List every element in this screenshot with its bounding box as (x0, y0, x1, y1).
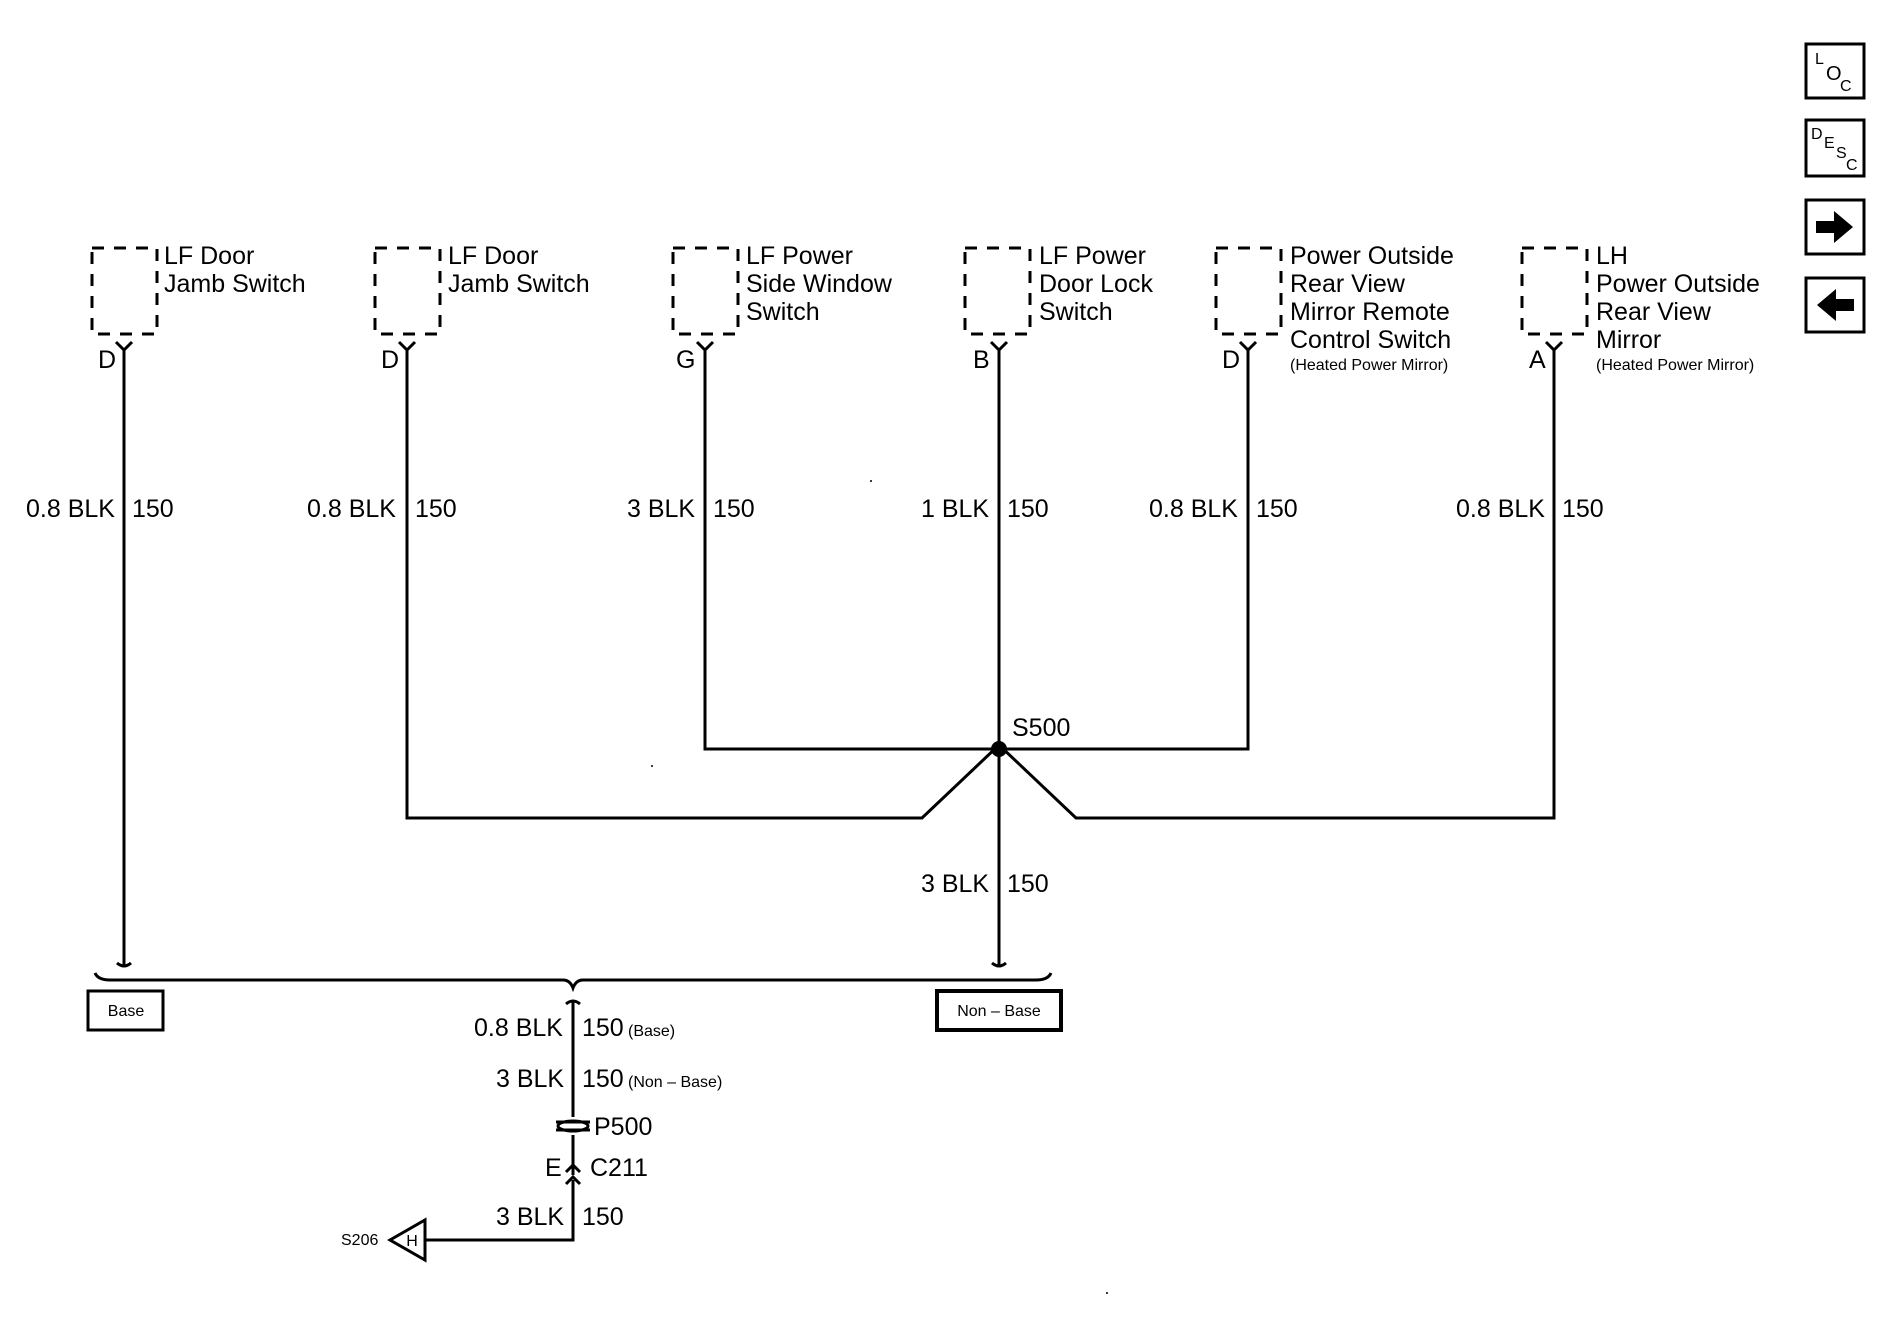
option-non-base-label: Non – Base (957, 1003, 1041, 1020)
prev-page-button[interactable] (1804, 276, 1866, 334)
pin-label: G (676, 346, 695, 374)
pin-label: D (1222, 346, 1240, 374)
offpage-splice-label: S206 (341, 1232, 378, 1249)
trunk-wire-gauge: 3 BLK (921, 870, 989, 898)
lower-wire-gauge-non-base: 3 BLK (496, 1065, 564, 1093)
final-wire-gauge: 3 BLK (496, 1203, 564, 1231)
component-name-line: Rear View (1596, 298, 1712, 326)
component-box (373, 246, 442, 336)
desc-button-letter: E (1824, 135, 1835, 152)
component-box (671, 246, 740, 336)
splice-label: S500 (1012, 714, 1070, 742)
circuit-number: 150 (1007, 495, 1049, 523)
connector-p500: P500 (556, 1113, 652, 1141)
pin-label: D (381, 346, 399, 374)
arrow-right-icon (1816, 211, 1853, 243)
lower-note-non-base: (Non – Base) (628, 1074, 722, 1091)
component-name-line: Jamb Switch (164, 270, 306, 298)
circuit-number: 150 (1562, 495, 1604, 523)
circuit-number: 150 (713, 495, 755, 523)
trunk-circuit-number: 150 (1007, 870, 1049, 898)
pin-label: B (973, 346, 990, 374)
wire-gauge: 1 BLK (921, 495, 989, 523)
pin-label: A (1529, 346, 1546, 374)
component-name-line: Control Switch (1290, 326, 1451, 354)
offpage-triangle-icon (386, 1217, 427, 1263)
component-name-line: LF Power (746, 242, 853, 270)
wire-gauge: 0.8 BLK (307, 495, 396, 523)
component-name-line: Switch (1039, 298, 1113, 326)
component-name-line: Mirror Remote (1290, 298, 1450, 326)
desc-button-letter: C (1846, 157, 1858, 174)
connector-p500-label: P500 (594, 1113, 652, 1141)
component-name-line: Power Outside (1290, 242, 1454, 270)
pin-label: D (98, 346, 116, 374)
component-lh-power-outside-rear-view-mirror: LH Power Outside Rear View Mirror (Heate… (997, 242, 1760, 820)
component-box (963, 246, 1032, 336)
component-name-line: Jamb Switch (448, 270, 590, 298)
connector-c211-pin: E (545, 1154, 562, 1182)
desc-button-letter: D (1811, 126, 1823, 143)
option-base-label: Base (108, 1003, 145, 1020)
component-name-line: LF Door (448, 242, 538, 270)
lower-circuit-non-base: 150 (582, 1065, 624, 1093)
offpage-reference-s206: H S206 (341, 1217, 427, 1263)
connector-c211-label: C211 (590, 1154, 648, 1182)
desc-button-letter: S (1836, 145, 1847, 162)
component-name-line: LF Power (1039, 242, 1146, 270)
component-name-line: Power Outside (1596, 270, 1760, 298)
next-page-button[interactable] (1804, 198, 1866, 256)
component-lf-power-door-lock-switch: LF Power Door Lock Switch B 1 BLK 150 (921, 242, 1153, 965)
component-lf-door-jamb-switch-1: LF Door Jamb Switch D 0.8 BLK 150 (26, 242, 306, 968)
loc-button[interactable]: L O C (1804, 42, 1866, 100)
final-circuit-number: 150 (582, 1203, 624, 1231)
component-name-line: LF Door (164, 242, 254, 270)
wire-gauge: 0.8 BLK (26, 495, 115, 523)
wire-gauge: 3 BLK (627, 495, 695, 523)
component-note: (Heated Power Mirror) (1290, 357, 1448, 374)
offpage-pin: H (406, 1233, 418, 1250)
connector-c211: E C211 (545, 1154, 648, 1186)
component-lf-door-jamb-switch-2: LF Door Jamb Switch D 0.8 BLK 150 (307, 242, 1001, 820)
loc-button-letter: L (1815, 51, 1824, 68)
component-name-line: Switch (746, 298, 820, 326)
splice-s500: S500 (991, 714, 1070, 757)
wire-gauge: 0.8 BLK (1456, 495, 1545, 523)
circuit-number: 150 (1256, 495, 1298, 523)
component-name-line: LH (1596, 242, 1628, 270)
splice-dot (991, 741, 1007, 757)
desc-button[interactable]: D E S C (1804, 118, 1866, 178)
circuit-number: 150 (132, 495, 174, 523)
component-box (1520, 246, 1589, 336)
option-base-box: Base (86, 989, 165, 1032)
arrow-left-icon (1817, 289, 1854, 321)
component-name-line: Side Window (746, 270, 893, 298)
component-box (90, 246, 159, 336)
lower-note-base: (Base) (628, 1023, 675, 1040)
component-power-outside-rear-view-mirror-remote-control-switch: Power Outside Rear View Mirror Remote Co… (999, 242, 1454, 751)
loc-button-letter: O (1826, 63, 1842, 85)
lower-circuit-base: 150 (582, 1014, 624, 1042)
option-brace (93, 972, 1053, 993)
component-note: (Heated Power Mirror) (1596, 357, 1754, 374)
lower-wire-gauge-base: 0.8 BLK (474, 1014, 563, 1042)
circuit-number: 150 (415, 495, 457, 523)
wire-gauge: 0.8 BLK (1149, 495, 1238, 523)
loc-button-letter: C (1840, 78, 1852, 95)
component-name-line: Door Lock (1039, 270, 1153, 298)
component-box (1214, 246, 1283, 336)
component-name-line: Mirror (1596, 326, 1661, 354)
option-non-base-box: Non – Base (935, 989, 1063, 1032)
component-name-line: Rear View (1290, 270, 1406, 298)
component-lf-power-side-window-switch: LF Power Side Window Switch G 3 BLK 150 (627, 242, 999, 751)
